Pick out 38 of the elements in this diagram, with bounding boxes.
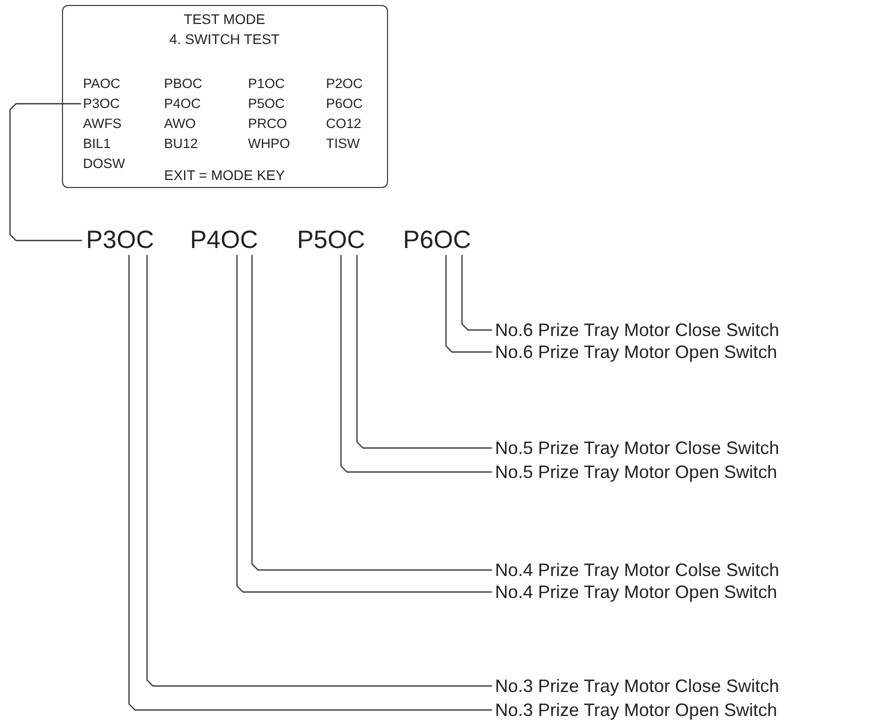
switch-code: PAOC	[83, 77, 120, 90]
switch-code: P3OC	[83, 97, 120, 110]
switch-code: P2OC	[326, 77, 363, 90]
switch-code: BIL1	[83, 137, 111, 150]
switch-description: No.6 Prize Tray Motor Open Switch	[495, 343, 778, 361]
switch-description: No.5 Prize Tray Motor Open Switch	[495, 463, 778, 481]
leader-line	[461, 255, 492, 331]
leader-line	[445, 255, 492, 353]
screen-heading: 4. SWITCH TEST	[169, 32, 280, 46]
switch-description: No.4 Prize Tray Motor Colse Switch	[495, 561, 780, 579]
switch-code: AWFS	[83, 117, 122, 130]
display-screen	[62, 5, 388, 188]
screen-heading: TEST MODE	[184, 12, 266, 26]
switch-description: No.3 Prize Tray Motor Open Switch	[495, 701, 778, 719]
switch-code: CO12	[326, 117, 362, 130]
leader-line	[340, 255, 492, 473]
switch-code: TISW	[326, 137, 360, 150]
switch-code: PRCO	[248, 117, 288, 130]
switch-code: DOSW	[83, 157, 125, 170]
switch-code-heading: P4OC	[190, 228, 258, 253]
switch-code: PBOC	[164, 77, 202, 90]
leader-line	[356, 255, 492, 449]
switch-code: P4OC	[164, 97, 201, 110]
switch-code-heading: P3OC	[86, 228, 154, 253]
switch-code: WHPO	[248, 137, 290, 150]
switch-description: No.3 Prize Tray Motor Close Switch	[495, 677, 780, 695]
switch-description: No.4 Prize Tray Motor Open Switch	[495, 583, 778, 601]
switch-code-heading: P6OC	[403, 228, 472, 253]
switch-code: BU12	[164, 137, 198, 150]
screen-footer: EXIT = MODE KEY	[164, 168, 285, 182]
switch-code: P1OC	[248, 77, 285, 90]
switch-description: No.5 Prize Tray Motor Close Switch	[495, 439, 780, 457]
switch-code: AWO	[164, 117, 196, 130]
switch-code-heading: P5OC	[297, 228, 366, 253]
switch-description: No.6 Prize Tray Motor Close Switch	[495, 321, 780, 339]
switch-code: P6OC	[326, 97, 363, 110]
leader-line	[9, 103, 82, 242]
switch-code: P5OC	[248, 97, 285, 110]
